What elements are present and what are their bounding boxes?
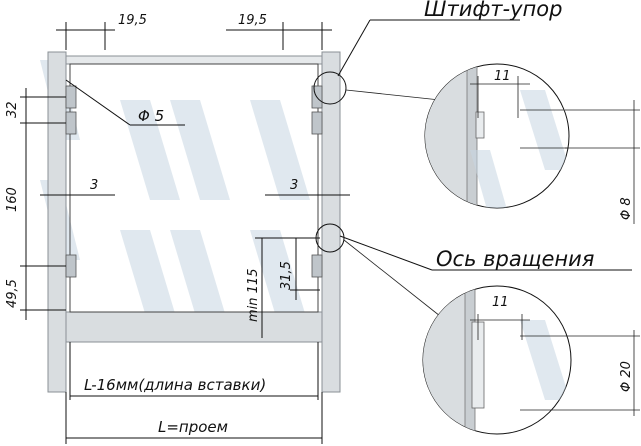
detail-view-pivot-axis: 11 Φ 20 — [422, 285, 640, 435]
dimension-31-5: 31,5 — [279, 238, 320, 300]
detail-view-stop-pin: 11 Φ 8 — [424, 63, 640, 224]
gap-left-3: 3 — [90, 178, 98, 193]
dim-49-5: 49,5 — [5, 279, 20, 308]
detail-bot-11: 11 — [492, 295, 509, 310]
detail-bot-dia-20: Φ 20 — [619, 361, 634, 392]
detail-top-dia-8: Φ 8 — [619, 197, 634, 220]
opening-label: L=проем — [158, 418, 228, 436]
left-side-panel — [47, 51, 67, 393]
dimension-gap-left: 3 — [40, 178, 115, 196]
right-side-panel — [321, 51, 341, 393]
dimension-gap-right: 3 — [265, 178, 350, 196]
dimension-insert-length: L-16мм(длина вставки) — [69, 342, 319, 400]
bottom-insert — [65, 311, 323, 343]
flap-outline — [69, 63, 319, 313]
dimension-left-vertical: 32 160 49,5 — [5, 88, 66, 320]
dimension-top-left: 19,5 — [56, 13, 147, 50]
watermark-logo — [40, 60, 310, 330]
dimension-min-115: min 115 — [246, 237, 320, 338]
min-115-label: min 115 — [246, 269, 261, 322]
dim-31-5: 31,5 — [279, 261, 294, 290]
pivot-axis-label: Ось вращения — [436, 247, 594, 271]
detail-top-11: 11 — [494, 69, 511, 84]
cabinet-body — [47, 51, 341, 393]
dimension-top-right: 19,5 — [226, 13, 332, 50]
insert-length-label: L-16мм(длина вставки) — [84, 376, 266, 394]
dimension-dia-5: Φ 5 — [65, 79, 185, 126]
dia-5-label: Φ 5 — [138, 107, 164, 125]
dimension-opening: L=проем — [65, 392, 323, 444]
callout-circle-stop-pin — [313, 71, 347, 105]
stop-pin-label: Штифт-упор — [424, 0, 562, 21]
gap-right-3: 3 — [290, 178, 298, 193]
dim-19-5-right: 19,5 — [238, 13, 267, 28]
dim-160: 160 — [5, 187, 20, 212]
dim-19-5-left: 19,5 — [118, 13, 147, 28]
dim-32: 32 — [5, 101, 20, 118]
top-rail — [65, 55, 323, 65]
